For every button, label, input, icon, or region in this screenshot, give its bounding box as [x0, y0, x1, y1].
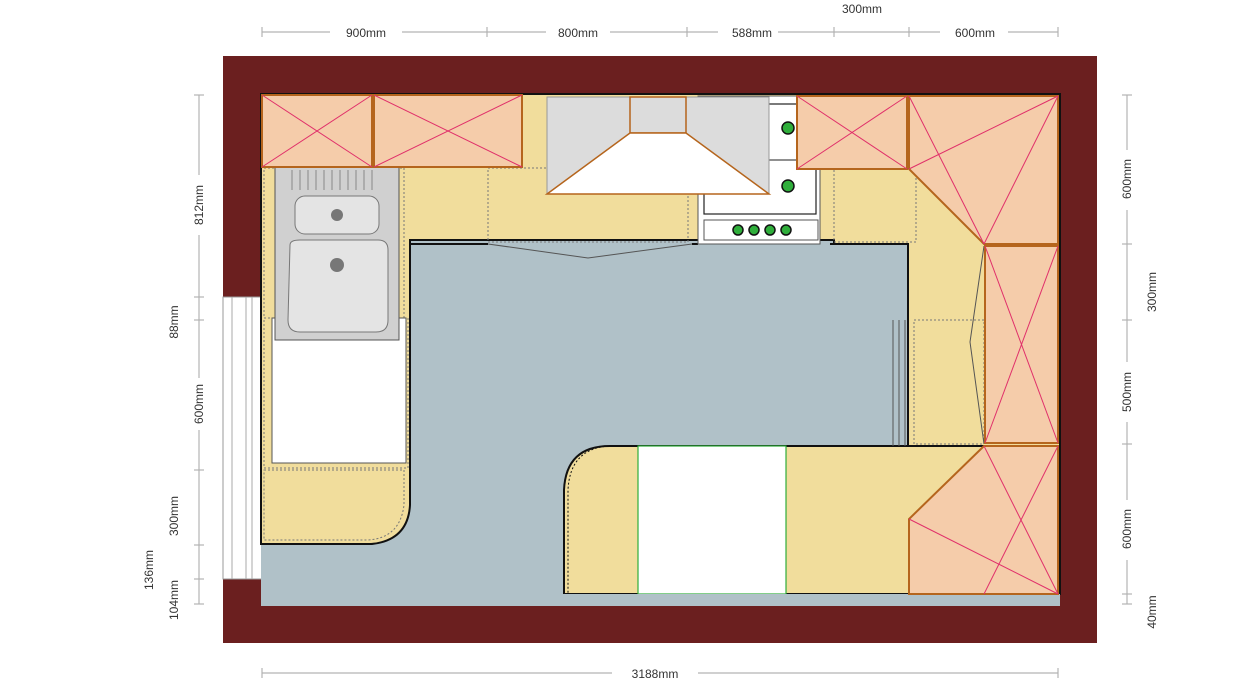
hood-canopy [544, 132, 772, 195]
dim-right-1: 600mm [1120, 159, 1134, 199]
dim-left-2: 88mm [167, 305, 181, 338]
left-wall-opening [222, 296, 263, 580]
floor-bottom-strip [261, 594, 1060, 606]
sink [274, 165, 400, 341]
worktop-edge-top [410, 243, 909, 446]
dimension-labels: 900mm 800mm 588mm 300mm 600mm 3188mm 812… [142, 2, 1159, 681]
dim-left-1: 812mm [192, 185, 206, 225]
door-swing-top [487, 243, 693, 259]
sink-drainer-ribs [291, 170, 373, 190]
knob-4-icon [780, 224, 792, 236]
dim-left-5: 136mm [142, 550, 156, 590]
sink-small-drain [331, 209, 343, 221]
appliance-space [637, 445, 787, 595]
upper-corner-bottom [908, 445, 1059, 595]
dim-top-4: 300mm [842, 2, 882, 16]
sink-main-bowl [287, 239, 389, 333]
knob-3-icon [764, 224, 776, 236]
dim-left-4: 300mm [167, 496, 181, 536]
dim-bottom: 3188mm [632, 667, 679, 681]
knob-2-icon [748, 224, 760, 236]
dim-top-3: 588mm [732, 26, 772, 40]
worktop-edge-left [261, 244, 411, 545]
burner-1-icon [781, 121, 795, 135]
control-strip [703, 219, 819, 241]
dim-right-2: 300mm [1145, 272, 1159, 312]
upper-corner-top [908, 95, 1059, 245]
dim-top-5: 600mm [955, 26, 995, 40]
dim-right-4: 600mm [1120, 509, 1134, 549]
dim-top-1: 900mm [346, 26, 386, 40]
dim-top-2: 800mm [558, 26, 598, 40]
dimension-label-backgrounds [191, 24, 1135, 681]
peninsula-end [567, 445, 637, 594]
knob-1-icon [732, 224, 744, 236]
dim-left-6: 104mm [167, 580, 181, 620]
burner-2-icon [781, 179, 795, 193]
door-swing-right [969, 245, 985, 445]
dim-right-3: 500mm [1120, 372, 1134, 412]
dim-right-5: 40mm [1145, 595, 1159, 628]
dim-left-3: 600mm [192, 384, 206, 424]
hood-chimney [629, 96, 687, 134]
extractor-hood [544, 96, 772, 195]
floor-center [261, 244, 908, 594]
dishwasher [271, 317, 407, 464]
upper-cabinets [261, 94, 1059, 595]
sink-main-drain [330, 258, 344, 272]
